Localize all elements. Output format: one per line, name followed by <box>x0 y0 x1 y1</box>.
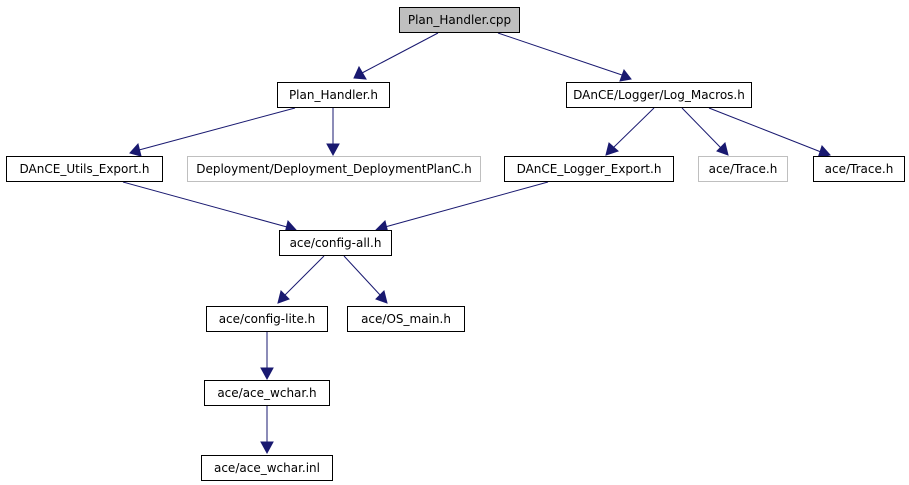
node-label: Deployment/Deployment_DeploymentPlanC.h <box>196 162 472 176</box>
node-trace-h-gray[interactable]: ace/Trace.h <box>698 156 788 182</box>
edge-plan-handler-h-to-deployment-plan-h <box>326 108 340 157</box>
node-label: ace/Trace.h <box>825 162 894 176</box>
edge-plan-handler-h-to-utils-export-h <box>129 107 296 157</box>
node-plan-handler-h[interactable]: Plan_Handler.h <box>277 82 390 108</box>
node-utils-export-h[interactable]: DAnCE_Utils_Export.h <box>6 156 163 182</box>
edge-config-all-h-to-config-lite-h <box>277 255 325 304</box>
node-label: ace/OS_main.h <box>361 312 451 326</box>
edge-log-macros-h-to-logger-export-h <box>605 107 655 156</box>
node-label: ace/ace_wchar.h <box>217 386 316 400</box>
node-plan-handler-cpp[interactable]: Plan_Handler.cpp <box>399 7 520 33</box>
node-label: DAnCE/Logger/Log_Macros.h <box>573 88 745 102</box>
edge-logger-export-h-to-config-all-h <box>375 181 549 234</box>
edge-log-macros-h-to-trace-h-gray <box>681 107 729 156</box>
node-label: ace/config-all.h <box>290 236 382 250</box>
node-ace-wchar-inl[interactable]: ace/ace_wchar.inl <box>201 455 333 481</box>
edge-config-lite-h-to-ace-wchar-h <box>260 332 274 381</box>
node-label: Plan_Handler.h <box>289 88 378 102</box>
node-label: DAnCE_Utils_Export.h <box>20 162 150 176</box>
node-ace-wchar-h[interactable]: ace/ace_wchar.h <box>204 380 330 406</box>
node-deployment-plan-h[interactable]: Deployment/Deployment_DeploymentPlanC.h <box>187 156 481 182</box>
edge-plan-handler-cpp-to-plan-handler-h <box>353 32 439 80</box>
node-label: ace/config-lite.h <box>219 312 316 326</box>
node-os-main-h[interactable]: ace/OS_main.h <box>347 306 465 332</box>
node-label: ace/Trace.h <box>709 162 778 176</box>
edge-plan-handler-cpp-to-log-macros-h <box>497 32 632 82</box>
edge-ace-wchar-h-to-ace-wchar-inl <box>260 406 274 455</box>
node-label: DAnCE_Logger_Export.h <box>517 162 662 176</box>
edge-utils-export-h-to-config-all-h <box>122 181 297 234</box>
node-config-lite-h[interactable]: ace/config-lite.h <box>206 306 328 332</box>
node-trace-h[interactable]: ace/Trace.h <box>813 156 905 182</box>
node-logger-export-h[interactable]: DAnCE_Logger_Export.h <box>504 156 674 182</box>
edge-config-all-h-to-os-main-h <box>343 255 388 304</box>
node-label: Plan_Handler.cpp <box>408 13 511 27</box>
node-log-macros-h[interactable]: DAnCE/Logger/Log_Macros.h <box>566 82 752 108</box>
node-config-all-h[interactable]: ace/config-all.h <box>279 230 392 256</box>
node-label: ace/ace_wchar.inl <box>214 461 320 475</box>
